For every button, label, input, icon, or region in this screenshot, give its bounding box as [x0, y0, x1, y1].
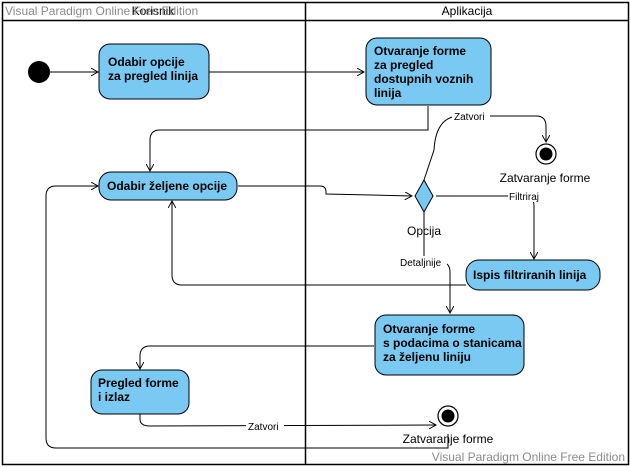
lane-title-korisnik: Korisnik [132, 4, 176, 18]
action-pregled-forme[interactable]: Pregled forme i izlaz [90, 369, 190, 415]
action-otvaranje-forme-line1: Otvaranje forme [374, 44, 466, 58]
watermark-bottom: Visual Paradigm Online Free Edition [432, 450, 625, 464]
action-otvaranje-stanice-line1: Otvaranje forme [383, 322, 475, 336]
edge-decision-to-end1 [423, 115, 546, 181]
action-odabir-opcije-line2: za pregled linija [108, 69, 198, 83]
final-node-1 [535, 143, 557, 165]
action-otvaranje-forme-line3: dostupnih voznih [374, 72, 473, 86]
edge-pregled-to-end2 [139, 414, 436, 426]
edge-ispis-to-odabir-zeljene [172, 201, 466, 286]
edge-decision-to-ispis [436, 195, 534, 259]
action-odabir-opcije[interactable]: Odabir opcije za pregled linija [98, 43, 210, 100]
lane-title-aplikacija: Aplikacija [442, 4, 493, 18]
watermark-top: Visual Paradigm Online Free Edition [5, 4, 198, 18]
edge-label-filtriraj: Filtriraj [509, 192, 539, 203]
decision-caption: Opcija [407, 224, 441, 238]
action-pregled-forme-line1: Pregled forme [98, 376, 179, 390]
edge-loop-back-to-odabir-zeljene [45, 186, 449, 449]
action-odabir-opcije-line1: Odabir opcije [108, 55, 185, 69]
final-node-2 [437, 405, 459, 427]
action-odabir-zeljene-opcije[interactable]: Odabir željene opcije [98, 171, 238, 201]
initial-node [28, 61, 50, 83]
action-otvaranje-forme-stanice[interactable]: Otvaranje forme s podacima o stanicama z… [374, 314, 525, 376]
action-otvaranje-forme-line4: linija [374, 86, 402, 100]
edge-label-detaljnije: Detaljnije [400, 258, 442, 269]
action-otvaranje-stanice-line3: za željenu liniju [383, 350, 471, 364]
edge-otvaranje-stanice-to-pregled [140, 345, 374, 369]
edge-label-zatvori-2: Zatvori [248, 422, 279, 433]
edge-otvaranje-to-odabir-zeljene [150, 106, 429, 171]
final-node-2-caption: Zatvaranje forme [403, 432, 494, 446]
decision-node [414, 178, 434, 214]
final-node-1-caption: Zatvaranje forme [500, 171, 591, 185]
action-pregled-forme-line2: i izlaz [98, 390, 130, 404]
action-odabir-zeljene-label: Odabir željene opcije [107, 179, 227, 193]
action-otvaranje-forme-line2: za pregled [374, 58, 433, 72]
action-otvaranje-forme[interactable]: Otvaranje forme za pregled dostupnih voz… [365, 37, 492, 106]
action-ispis-label: Ispis filtriranih linija [473, 268, 587, 282]
edge-odabir-zeljene-to-decision [238, 185, 412, 196]
action-ispis-filtriranih-linija[interactable]: Ispis filtriranih linija [465, 259, 601, 291]
action-otvaranje-stanice-line2: s podacima o stanicama [383, 336, 522, 350]
edge-label-zatvori-1: Zatvori [454, 112, 485, 123]
